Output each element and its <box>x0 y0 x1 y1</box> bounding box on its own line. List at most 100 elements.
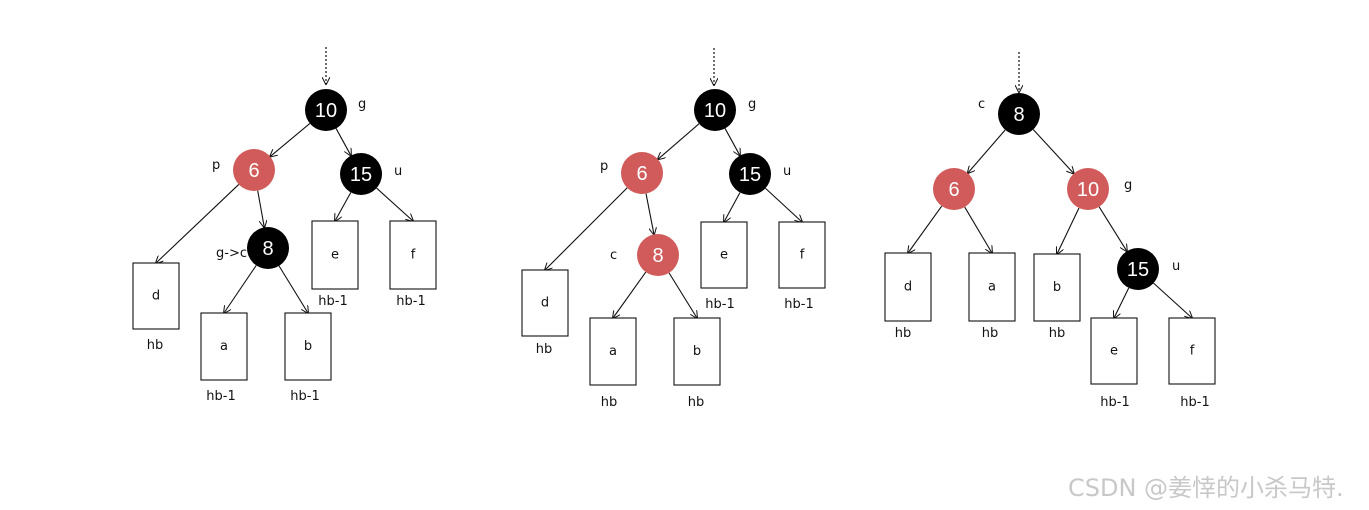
subtree-box-f <box>778 221 826 289</box>
node-role-label: c <box>610 248 617 263</box>
tree-edge <box>1114 287 1130 318</box>
tree-edge <box>968 129 1006 173</box>
subtree-box-f <box>1168 317 1216 385</box>
tree-edge <box>156 184 240 263</box>
node-value: 8 <box>652 245 663 267</box>
subtree-height-label: hb <box>536 342 553 357</box>
tree-edge <box>1098 206 1127 251</box>
tree-edge <box>1057 207 1080 254</box>
tree-node-g <box>305 89 347 131</box>
subtree-box-b <box>673 317 721 386</box>
tree-node-u <box>729 153 771 195</box>
node-role-label: p <box>600 159 608 174</box>
subtree-name: f <box>1190 344 1195 359</box>
subtree-box-d <box>884 252 932 322</box>
subtree-box-e <box>311 220 359 290</box>
tree-edge <box>1153 282 1192 318</box>
subtree-name: f <box>800 248 805 263</box>
tree-edge <box>1032 129 1074 173</box>
node-role-label: p <box>212 158 220 173</box>
node-value: 15 <box>1127 259 1149 281</box>
subtree-name: e <box>331 248 339 263</box>
node-role-label: c <box>978 97 985 112</box>
tree-node-p <box>933 168 975 210</box>
subtree-box-e <box>1090 317 1138 385</box>
subtree-box-b <box>1033 253 1081 322</box>
tree-node-p <box>233 149 275 191</box>
tree-edge <box>613 271 647 318</box>
node-value: 6 <box>948 179 959 201</box>
subtree-name: d <box>541 296 549 311</box>
tree-edge <box>724 192 741 222</box>
node-role-label: g <box>748 97 756 112</box>
subtree-name: b <box>304 339 312 354</box>
subtree-name: e <box>1110 344 1118 359</box>
tree-node-p <box>621 152 663 194</box>
subtree-box-a <box>200 312 248 381</box>
tree-edge <box>278 265 308 313</box>
subtree-name: a <box>988 280 996 295</box>
subtree-name: a <box>609 344 617 359</box>
subtree-box-d <box>132 262 180 330</box>
subtree-height-label: hb <box>895 326 912 341</box>
subtree-box-d <box>521 269 569 337</box>
subtree-height-label: hb <box>688 395 705 410</box>
tree-edge <box>257 190 265 228</box>
tree-edge <box>964 206 992 253</box>
tree-edge <box>335 192 352 221</box>
subtree-box-b <box>284 312 332 381</box>
node-value: 10 <box>315 100 337 122</box>
tree-node-g <box>1067 168 1109 210</box>
subtree-height-label: hb-1 <box>206 389 235 404</box>
node-value: 6 <box>636 163 647 185</box>
tree-node-c <box>998 93 1040 135</box>
node-value: 15 <box>350 164 372 186</box>
tree-edge <box>224 265 257 313</box>
subtree-name: e <box>720 248 728 263</box>
subtree-height-label: hb-1 <box>290 389 319 404</box>
subtree-name: b <box>1053 280 1061 295</box>
node-role-label: g <box>358 97 366 112</box>
subtree-height-label: hb <box>1049 326 1066 341</box>
subtree-height-label: hb-1 <box>1100 395 1129 410</box>
subtree-box-f <box>389 220 437 290</box>
tree-edge <box>335 128 351 155</box>
node-value: 8 <box>1013 104 1024 126</box>
tree-edge <box>645 193 654 235</box>
node-role-label: u <box>394 164 402 179</box>
subtree-height-label: hb <box>147 338 164 353</box>
node-value: 8 <box>262 238 273 260</box>
subtree-height-label: hb-1 <box>784 297 813 312</box>
subtree-height-label: hb-1 <box>396 294 425 309</box>
tree-node-u <box>1117 248 1159 290</box>
subtree-box-e <box>700 221 748 289</box>
tree-edge <box>376 187 413 221</box>
node-role-label: u <box>783 164 791 179</box>
subtree-name: f <box>411 248 416 263</box>
tree-edge <box>545 187 628 270</box>
node-role-label: u <box>1172 259 1180 274</box>
subtree-name: b <box>693 344 701 359</box>
tree-edge <box>668 272 697 318</box>
node-value: 10 <box>704 100 726 122</box>
node-role-label: g->c <box>216 246 247 261</box>
subtree-name: a <box>220 339 228 354</box>
tree-edge <box>765 187 802 222</box>
subtree-height-label: hb-1 <box>1180 395 1209 410</box>
node-value: 10 <box>1077 179 1099 201</box>
tree-node-c <box>247 227 289 269</box>
tree-edge <box>658 123 700 160</box>
node-role-label: g <box>1124 178 1132 193</box>
tree-edge <box>270 123 311 156</box>
tree-node-c <box>637 234 679 276</box>
watermark: CSDN @姜悻的小杀马特. <box>1068 474 1344 502</box>
subtree-box-a <box>968 252 1016 322</box>
subtree-height-label: hb-1 <box>318 294 347 309</box>
subtree-height-label: hb <box>601 395 618 410</box>
tree-node-g <box>694 89 736 131</box>
subtree-name: d <box>904 280 912 295</box>
tree-node-u <box>340 153 382 195</box>
node-value: 6 <box>248 160 259 182</box>
tree-edge <box>908 205 943 253</box>
